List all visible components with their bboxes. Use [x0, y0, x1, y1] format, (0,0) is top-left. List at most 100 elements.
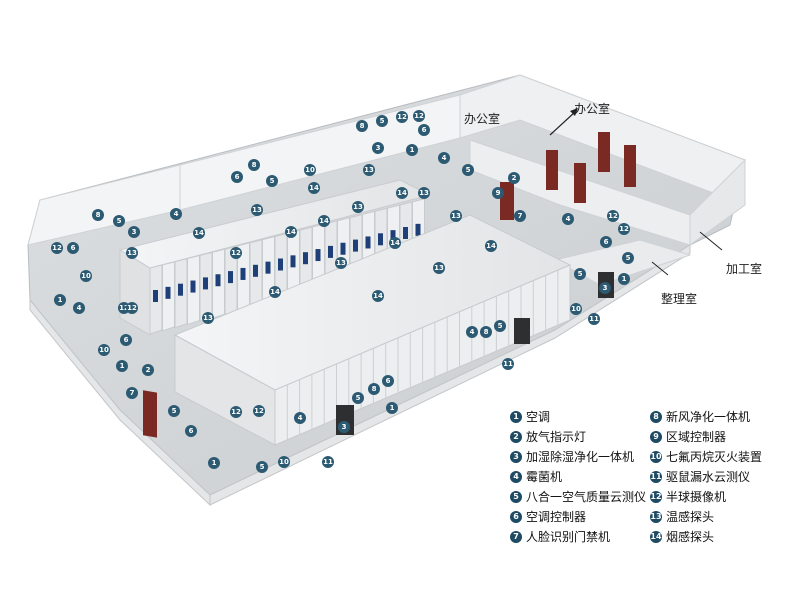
dehumidifier-unit-2: [514, 318, 530, 344]
cabinet-panel-screen: [253, 264, 258, 277]
equipment-marker-14: 14: [485, 240, 497, 252]
equipment-marker-12: 12: [607, 210, 619, 222]
legend-label: 霉菌机: [526, 470, 563, 484]
equipment-marker-14: 14: [396, 187, 408, 199]
equipment-marker-6: 6: [185, 425, 197, 437]
legend-item-9: 9 区域控制器: [650, 428, 726, 445]
equipment-marker-10: 10: [80, 270, 92, 282]
cabinet-block-front: [173, 214, 572, 446]
equipment-marker-6: 6: [120, 334, 132, 346]
legend-label: 温感探头: [666, 510, 715, 524]
legend-num: 14: [650, 530, 662, 543]
equipment-marker-12: 12: [618, 223, 630, 235]
equipment-marker-8: 8: [92, 209, 104, 221]
legend-label: 放气指示灯: [526, 430, 587, 444]
equipment-marker-8: 8: [248, 159, 260, 171]
legend-num: 10: [650, 450, 662, 463]
equipment-marker-12: 12: [396, 111, 408, 123]
equipment-marker-13: 13: [335, 257, 347, 269]
legend-label: 空调: [526, 410, 551, 424]
equipment-marker-1: 1: [54, 294, 66, 306]
cabinet-panel-screen: [328, 245, 333, 258]
equipment-marker-5: 5: [168, 405, 180, 417]
equipment-marker-5: 5: [622, 252, 634, 264]
sorting-arrow: [651, 261, 669, 276]
legend-label: 区域控制器: [666, 430, 727, 444]
equipment-marker-1: 1: [618, 273, 630, 285]
equipment-marker-4: 4: [562, 213, 574, 225]
equipment-marker-8: 8: [356, 120, 368, 132]
equipment-marker-13: 13: [202, 312, 214, 324]
legend-label: 新风净化一体机: [666, 410, 751, 424]
equipment-marker-5: 5: [113, 215, 125, 227]
equipment-marker-3: 3: [599, 282, 611, 294]
office-door-3: [598, 132, 610, 172]
equipment-marker-6: 6: [600, 236, 612, 248]
equipment-marker-1: 1: [208, 457, 220, 469]
office-door-1: [546, 150, 558, 190]
room-label-office-arrow: 办公室: [574, 102, 611, 116]
equipment-marker-2: 2: [508, 172, 520, 184]
cabinet-panel-screen: [415, 223, 421, 236]
workshop-arrow: [699, 231, 723, 251]
cabinet-panel-screen: [153, 290, 158, 302]
cabinet-panel-screen: [203, 277, 208, 290]
equipment-marker-1: 1: [406, 144, 418, 156]
legend-num: 4: [510, 470, 522, 483]
cabinet-panel-screen: [390, 230, 396, 243]
legend-num: 5: [510, 490, 522, 503]
legend-num: 13: [650, 510, 662, 523]
legend-item-6: 6 空调控制器: [510, 508, 586, 525]
cabinet-panel-screen: [365, 236, 371, 249]
cabinet-panel-screen: [265, 261, 271, 274]
office-door-4: [624, 145, 636, 187]
equipment-marker-5: 5: [574, 268, 586, 280]
equipment-marker-4: 4: [73, 302, 85, 314]
legend-num: 6: [510, 510, 522, 523]
cabinet-panel-screen: [290, 255, 296, 268]
legend-label: 空调控制器: [526, 510, 587, 524]
equipment-marker-13: 13: [433, 262, 445, 274]
legend-item-4: 4 霉菌机: [510, 468, 562, 485]
equipment-marker-14: 14: [372, 290, 384, 302]
legend-label: 半球摄像机: [666, 490, 727, 504]
equipment-marker-14: 14: [308, 182, 320, 194]
equipment-marker-6: 6: [67, 242, 79, 254]
entry-door-left: [143, 390, 157, 438]
cabinet-panel-screen: [340, 242, 346, 255]
equipment-marker-14: 14: [285, 226, 297, 238]
front-wall-right: [209, 244, 691, 506]
equipment-marker-3: 3: [338, 421, 350, 433]
cabinet-panel-screen: [178, 283, 183, 296]
equipment-marker-5: 5: [376, 115, 388, 127]
office-arrow: [549, 111, 576, 136]
equipment-marker-12: 12: [413, 110, 425, 122]
legend-label: 七氟丙烷灭火装置: [666, 450, 763, 464]
cabinet-panel-screen: [403, 227, 408, 239]
room-label-sorting: 整理室: [661, 292, 698, 306]
equipment-marker-10: 10: [278, 456, 290, 468]
office-door-2: [574, 163, 586, 203]
equipment-marker-6: 6: [382, 375, 394, 387]
legend-num: 7: [510, 530, 522, 543]
equipment-marker-10: 10: [570, 303, 582, 315]
legend-num: 9: [650, 430, 662, 443]
equipment-marker-4: 4: [466, 326, 478, 338]
legend-item-10: 10 七氟丙烷灭火装置: [650, 448, 762, 465]
equipment-marker-10: 10: [304, 164, 316, 176]
equipment-marker-5: 5: [256, 461, 268, 473]
legend-item-13: 13 温感探头: [650, 508, 714, 525]
legend-label: 加湿除湿净化一体机: [526, 450, 635, 464]
equipment-marker-4: 4: [294, 412, 306, 424]
equipment-marker-7: 7: [514, 210, 526, 222]
